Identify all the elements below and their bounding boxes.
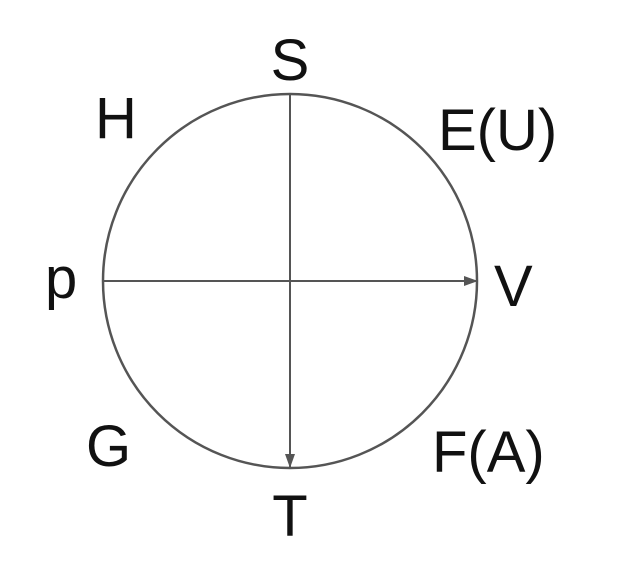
label-left: p: [45, 246, 77, 311]
label-bottom-right: F(A): [432, 420, 545, 485]
label-top: S: [271, 28, 310, 93]
label-bottom: T: [272, 484, 307, 549]
label-top-left: H: [95, 86, 137, 151]
label-top-right: E(U): [438, 98, 557, 163]
label-right: V: [494, 254, 533, 319]
label-bottom-left: G: [86, 414, 131, 479]
